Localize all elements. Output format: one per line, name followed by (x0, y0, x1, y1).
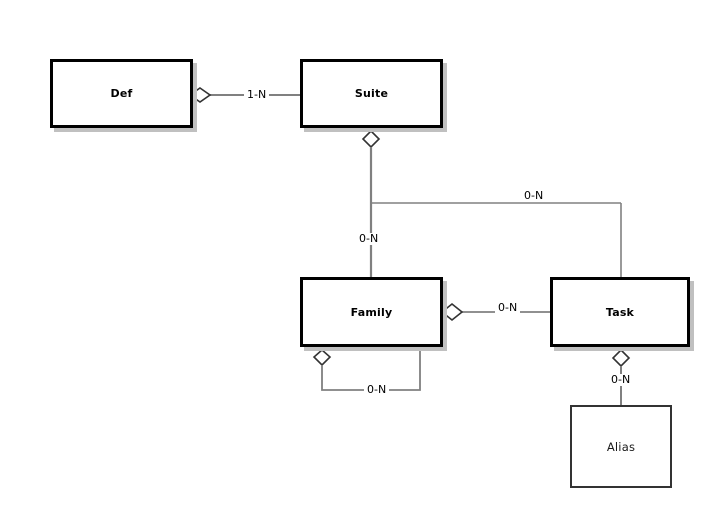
cardinality-label-task-alias: 0-N (608, 374, 634, 386)
entity-label-family: Family (350, 305, 393, 319)
entity-box-alias[interactable]: Alias (570, 405, 672, 488)
cardinality-label-def-suite: 1-N (244, 89, 270, 101)
entity-box-def[interactable]: Def (50, 59, 193, 128)
aggregation-diamond-task-alias (611, 348, 631, 368)
entity-box-family[interactable]: Family (300, 277, 443, 347)
entity-label-suite: Suite (354, 87, 389, 100)
entity-box-task[interactable]: Task (550, 277, 690, 347)
entity-label-alias: Alias (606, 439, 636, 454)
aggregation-diamond-family-task (440, 302, 464, 322)
aggregation-diamond-def (188, 87, 212, 103)
aggregation-diamond-suite (361, 129, 381, 149)
entity-label-task: Task (605, 305, 635, 319)
entity-label-def: Def (110, 87, 133, 100)
aggregation-diamond-family-self (312, 348, 332, 367)
cardinality-label-suite-task: 0-N (521, 190, 547, 202)
entity-box-suite[interactable]: Suite (300, 59, 443, 128)
cardinality-label-family-task: 0-N (495, 302, 521, 314)
cardinality-label-suite-family: 0-N (356, 233, 382, 245)
cardinality-label-family-self: 0-N (364, 384, 390, 396)
